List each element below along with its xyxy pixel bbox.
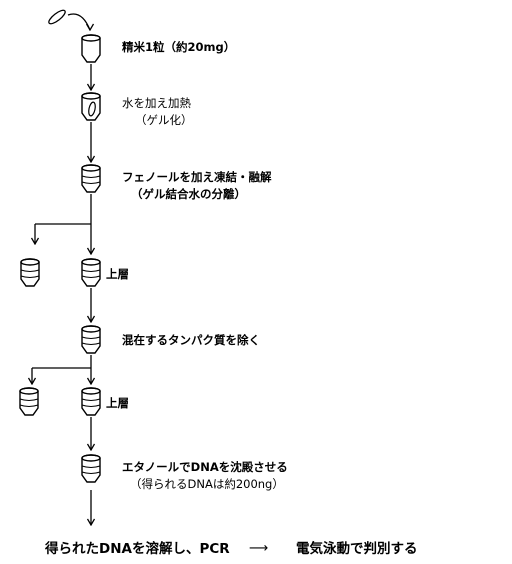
step-3-label: フェノールを加え凍結・融解 [122,170,272,184]
layered-tube-icon [19,387,39,416]
step-5-label: 混在するタンパク質を除く [122,333,260,347]
rice-grain-icon [48,9,66,25]
layered-tube-icon [81,325,101,354]
tube-with-grain-icon [81,92,101,121]
tube-icon [81,34,101,63]
step-2-label: 水を加え加熱 [122,96,191,110]
final-step-label: 得られたDNAを溶解し、PCR [45,541,230,557]
step-3-note: （ゲル結合水の分離） [131,187,246,201]
layered-tube-icon [81,164,101,193]
pcr-arrow: ⟶ [249,540,269,556]
electrophoresis-label: 電気泳動で判別する [296,541,418,557]
step-1-label: 精米1粒（約20mg） [122,40,236,54]
step-7-note: （得られるDNAは約200ng） [130,477,284,491]
layered-tube-icon [81,454,101,483]
layered-tube-icon [20,258,40,287]
layered-tube-icon [81,387,101,416]
upper-layer-label-2: 上層 [106,396,129,410]
grain-arrow [67,13,90,30]
step-7-label: エタノールでDNAを沈殿させる [122,460,288,474]
upper-layer-label-1: 上層 [106,267,129,281]
step-2-note: （ゲル化） [135,113,193,127]
layered-tube-icon [81,258,101,287]
